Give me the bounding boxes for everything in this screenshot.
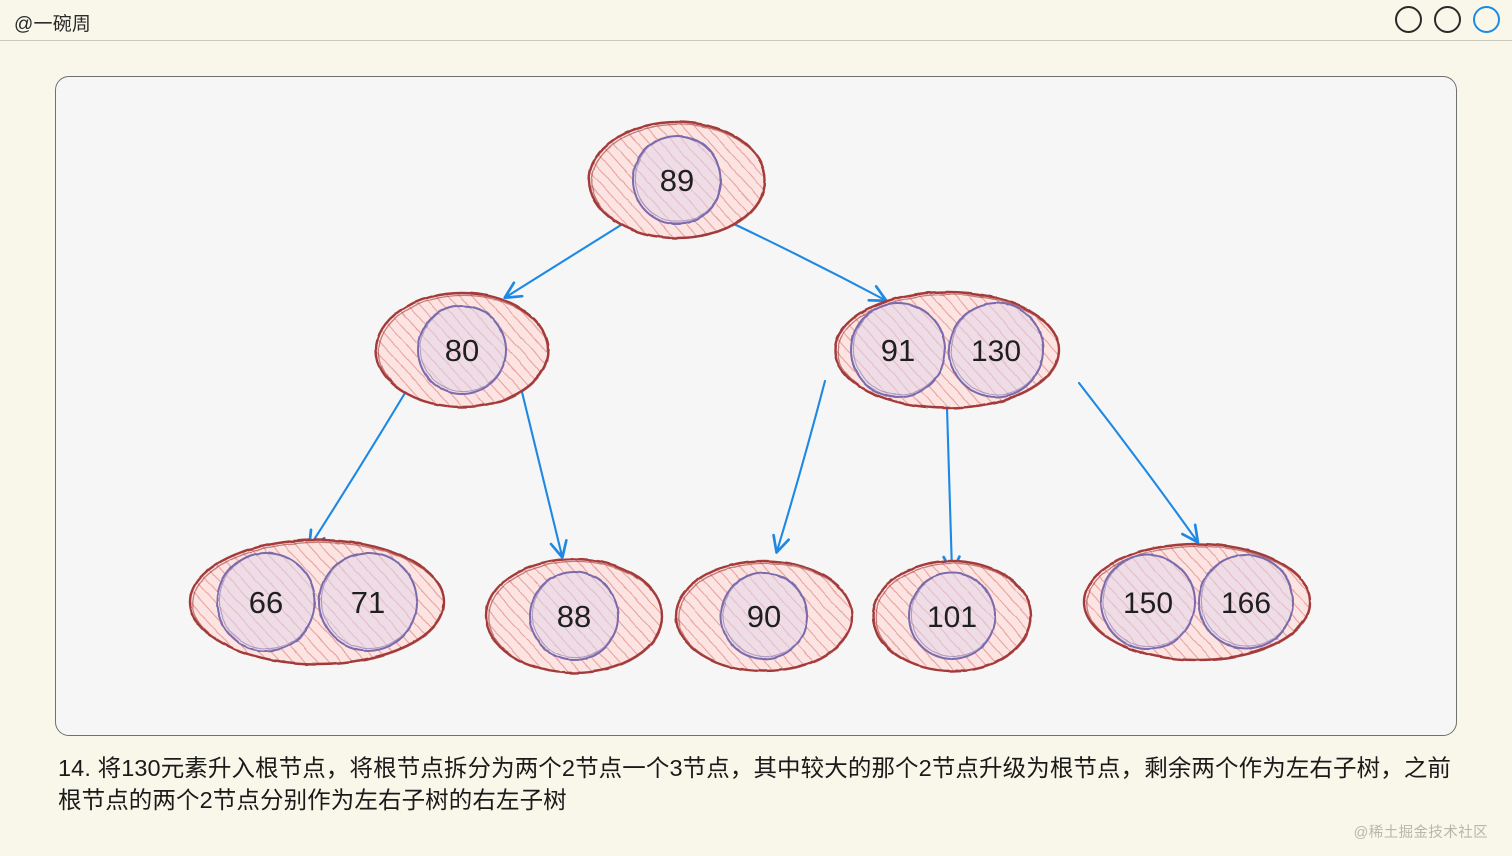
tree-edge: [520, 390, 568, 559]
tree-node[interactable]: 101: [871, 559, 1033, 673]
window-titlebar: @一碗周: [0, 0, 1512, 41]
node-key-label: 89: [660, 163, 694, 198]
tree-edge: [307, 391, 407, 549]
node-key: 90: [720, 572, 808, 660]
window-controls: [1395, 6, 1500, 33]
nodes-layer: 89 80 91 130 66 71 88 90 101 150 166: [188, 120, 1312, 675]
node-key-label: 80: [445, 333, 479, 368]
node-key-label: 101: [927, 601, 977, 634]
tree-node[interactable]: 66 71: [188, 538, 446, 666]
tree-edge: [503, 223, 623, 300]
node-key: 166: [1198, 554, 1294, 650]
tree-node[interactable]: 88: [484, 557, 664, 675]
node-key: 66: [216, 552, 316, 652]
node-key: 71: [318, 552, 418, 652]
tree-edge: [1077, 381, 1200, 544]
tree-edge: [942, 406, 961, 574]
tree-node[interactable]: 90: [674, 559, 854, 673]
node-key: 89: [632, 135, 722, 225]
window-title: @一碗周: [14, 14, 92, 35]
tree-node[interactable]: 89: [587, 120, 767, 240]
watermark: @稀土掘金技术社区: [1353, 825, 1488, 841]
node-key: 101: [908, 572, 996, 660]
node-key: 130: [948, 302, 1044, 398]
tree-edge: [772, 379, 827, 554]
tree-diagram-svg: 89 80 91 130 66 71 88 90 101 150 166: [188, 120, 1312, 675]
node-key-label: 130: [971, 335, 1021, 368]
node-key-label: 150: [1123, 587, 1173, 620]
node-key-label: 66: [249, 585, 283, 620]
diagram-canvas: 89 80 91 130 66 71 88 90 101 150 166: [55, 76, 1457, 736]
caption-text: 14. 将130元素升入根节点，将根节点拆分为两个2节点一个3节点，其中较大的那…: [58, 755, 1452, 814]
node-key-label: 90: [747, 599, 781, 634]
tree-node[interactable]: 150 166: [1082, 542, 1312, 662]
minimize-circle[interactable]: [1395, 6, 1422, 33]
node-key: 88: [529, 571, 619, 661]
tree-edge: [732, 222, 888, 303]
tree-node[interactable]: 80: [374, 291, 550, 409]
tree-node[interactable]: 91 130: [833, 290, 1061, 410]
close-circle[interactable]: [1473, 6, 1500, 33]
node-key-label: 166: [1221, 587, 1271, 620]
edges-layer: [307, 222, 1200, 574]
node-key-label: 71: [351, 585, 385, 620]
maximize-circle[interactable]: [1434, 6, 1461, 33]
node-key: 150: [1100, 554, 1196, 650]
node-key-label: 88: [557, 599, 591, 634]
node-key: 91: [850, 302, 946, 398]
node-key-label: 91: [881, 333, 915, 368]
node-key: 80: [417, 305, 507, 395]
